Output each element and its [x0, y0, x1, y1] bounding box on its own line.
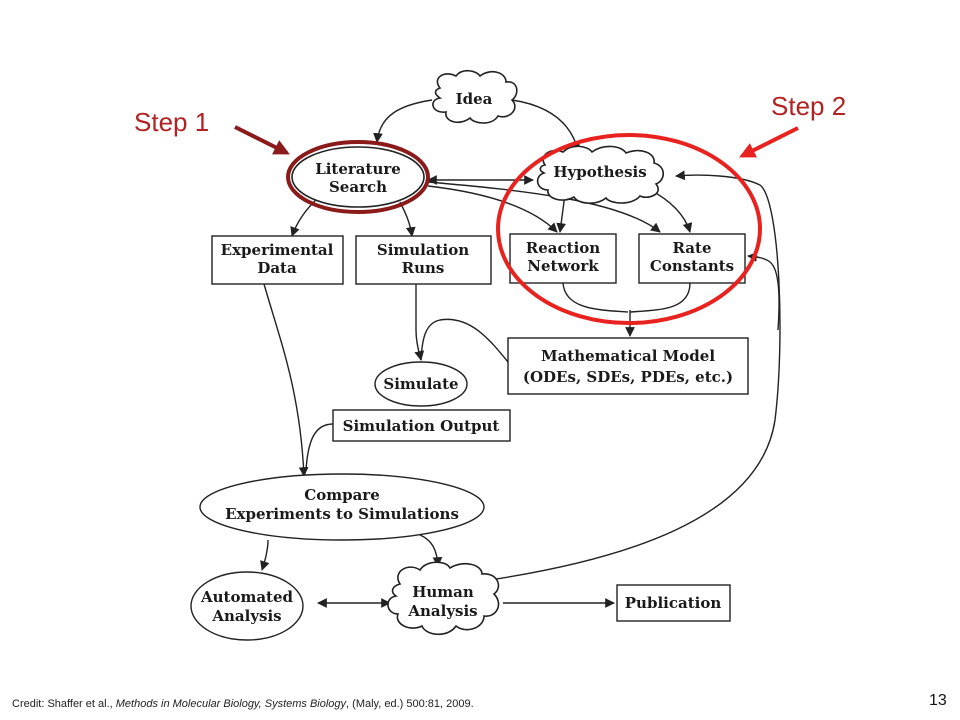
idea-label: Idea	[456, 90, 493, 108]
step1-ring	[286, 140, 430, 214]
edge-compare-to-human	[419, 534, 443, 567]
automated-analysis-line2: Analysis	[211, 607, 281, 625]
node-reaction-network: Reaction Network	[509, 233, 617, 284]
human-analysis-cloud-shape	[387, 561, 500, 636]
node-human-analysis: Human Analysis	[387, 561, 500, 636]
node-compare: Compare Experiments to Simulations	[199, 473, 485, 541]
step2-arrow	[739, 126, 799, 158]
rate-constants-box	[638, 233, 746, 284]
edge-literature-to-experimental	[290, 197, 319, 237]
mathematical-model-line2: (ODEs, SDEs, PDEs, etc.)	[523, 368, 733, 386]
simulate-ellipse	[374, 361, 468, 407]
node-hypothesis: Hypothesis	[536, 145, 665, 204]
idea-cloud-shape	[432, 69, 518, 124]
page-number: 13	[929, 692, 947, 709]
edge-simruns-to-simulate	[414, 284, 425, 361]
mathematical-model-line1: Mathematical Model	[541, 347, 715, 365]
edge-hypothesis-to-rate	[649, 189, 693, 233]
publication-box	[616, 584, 731, 622]
simulation-runs-box	[355, 235, 492, 285]
node-idea: Idea	[432, 69, 518, 124]
credit-prefix: Credit: Shaffer et al.,	[12, 698, 116, 710]
node-automated-analysis: Automated Analysis	[190, 571, 304, 641]
edge-human-to-hypothesis	[489, 170, 781, 581]
step2-highlight: Step 2	[496, 91, 846, 325]
node-literature-search: Literature Search	[291, 146, 425, 208]
node-simulation-output: Simulation Output	[332, 409, 511, 442]
node-publication: Publication	[616, 584, 731, 622]
hypothesis-cloud-shape	[536, 145, 665, 204]
human-analysis-line2: Analysis	[407, 602, 477, 620]
edge-model-to-simulate	[420, 318, 509, 363]
reaction-network-line2: Network	[527, 257, 599, 275]
step2-label: Step 2	[771, 91, 846, 121]
human-analysis-line1: Human	[412, 583, 474, 601]
experimental-line1: Experimental	[221, 241, 334, 259]
edge-literature-to-reaction	[427, 185, 558, 233]
simulate-label: Simulate	[383, 375, 458, 393]
edge-experimental-to-compare	[263, 283, 309, 477]
step1-arrow	[234, 125, 290, 155]
simulation-output-label: Simulation Output	[343, 417, 500, 435]
node-rate-constants: Rate Constants	[638, 233, 746, 284]
rate-constants-line2: Constants	[650, 257, 734, 275]
simulation-runs-line1: Simulation	[377, 241, 469, 259]
credit-journal: Methods in Molecular Biology, Systems Bi…	[115, 698, 347, 710]
compare-line2: Experiments to Simulations	[225, 505, 459, 523]
publication-label: Publication	[625, 594, 722, 612]
literature-line2: Search	[329, 178, 387, 196]
automated-analysis-line1: Automated	[200, 588, 294, 606]
reaction-network-box	[509, 233, 617, 284]
literature-line1: Literature	[315, 160, 401, 178]
hypothesis-label: Hypothesis	[553, 163, 646, 181]
experimental-line2: Data	[257, 259, 297, 277]
node-simulate: Simulate	[374, 361, 468, 407]
simulation-output-box	[332, 409, 511, 442]
compare-ellipse	[199, 473, 485, 541]
step2-ring	[496, 133, 762, 325]
reaction-network-line1: Reaction	[526, 239, 600, 257]
literature-ellipse	[291, 146, 425, 208]
edge-reaction-to-model	[562, 282, 629, 313]
edge-idea-to-literature	[373, 99, 433, 143]
edge-literature-to-simulation-runs	[399, 201, 416, 237]
automated-analysis-ellipse	[190, 571, 304, 641]
edge-compare-to-automated	[260, 539, 270, 571]
compare-line1: Compare	[304, 486, 379, 504]
credit-line: Credit: Shaffer et al., Methods in Molec…	[12, 698, 474, 710]
step1-highlight: Step 1	[134, 107, 430, 214]
node-experimental-data: Experimental Data	[211, 235, 344, 285]
experimental-box	[211, 235, 344, 285]
mathematical-model-box	[507, 337, 749, 395]
step1-label: Step 1	[134, 107, 209, 137]
rate-constants-line1: Rate	[672, 239, 711, 257]
node-simulation-runs: Simulation Runs	[355, 235, 492, 285]
edge-output-to-compare	[305, 423, 334, 471]
simulation-runs-line2: Runs	[402, 259, 445, 277]
node-mathematical-model: Mathematical Model (ODEs, SDEs, PDEs, et…	[507, 337, 749, 395]
edge-idea-to-hypothesis	[511, 99, 581, 151]
edge-rate-to-model	[629, 282, 691, 313]
credit-suffix: , (Maly, ed.) 500:81, 2009.	[346, 698, 474, 710]
edge-human-to-rate	[747, 252, 780, 331]
